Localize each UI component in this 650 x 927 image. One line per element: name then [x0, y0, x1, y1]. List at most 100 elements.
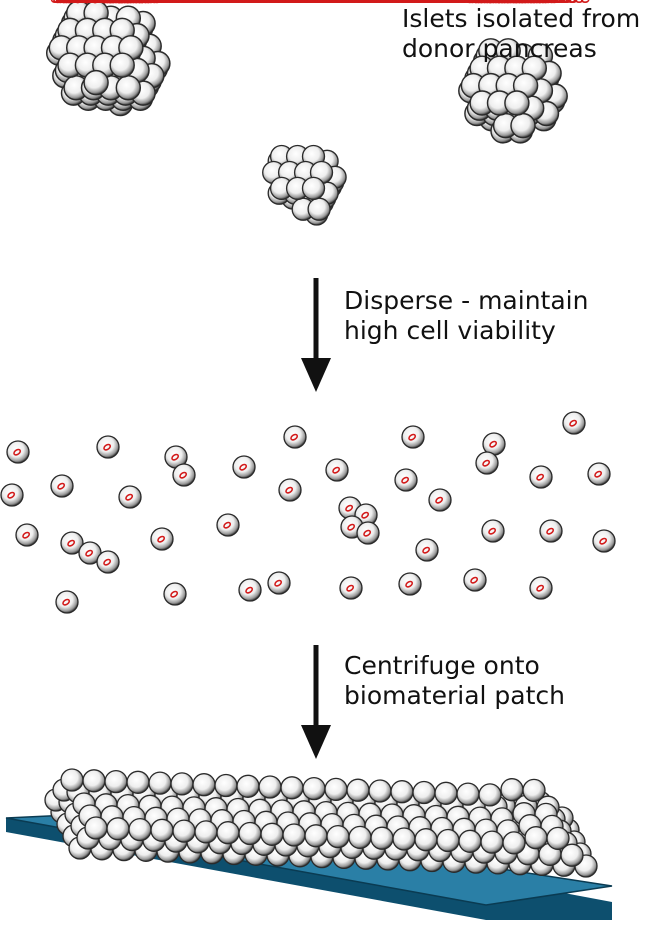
cell-icon: [174, 0, 198, 830]
cell-icon: [276, 0, 300, 835]
cell-icon: [96, 435, 120, 459]
cell-icon: [430, 0, 454, 849]
cell-icon: [452, 0, 476, 850]
cell-icon: [144, 0, 168, 839]
cell-icon: [232, 455, 256, 479]
cell-icon: [546, 0, 570, 851]
islet-cluster-icon: [45, 0, 171, 117]
cell-icon: [415, 538, 439, 562]
cell-icon: [52, 0, 76, 802]
cell-icon: [278, 0, 302, 822]
cell-icon: [320, 0, 344, 837]
cell-icon: [182, 0, 206, 829]
cell-icon: [88, 0, 112, 805]
cell-icon: [258, 0, 282, 799]
cell-icon: [284, 0, 308, 834]
cell-icon: [94, 0, 118, 817]
cell-icon: [82, 0, 106, 793]
cell-icon: [182, 0, 206, 820]
cell-icon: [188, 0, 212, 841]
cell-icon: [286, 0, 310, 821]
cell-icon: [168, 0, 192, 818]
cell-icon: [78, 0, 102, 828]
cell-icon: [104, 0, 128, 794]
cell-icon: [144, 0, 168, 830]
cell-icon: [138, 0, 162, 827]
cell-icon: [66, 0, 90, 804]
cell-icon: [224, 0, 248, 844]
cell-icon: [332, 0, 356, 870]
cell-icon: [118, 485, 142, 509]
cell-icon: [464, 0, 488, 874]
cell-icon: [130, 0, 154, 828]
cell-icon: [400, 0, 424, 850]
cell-icon: [592, 529, 616, 553]
cell-icon: [394, 0, 418, 838]
cell-icon: [428, 488, 452, 512]
step3-label: Centrifuge onto biomaterial patch: [344, 651, 565, 711]
cell-icon: [166, 0, 190, 840]
cell-icon: [94, 0, 118, 826]
cell-icon: [283, 425, 307, 449]
cell-icon: [364, 0, 388, 838]
cell-icon: [122, 0, 146, 830]
cell-icon: [254, 0, 278, 834]
cell-icon: [204, 0, 228, 821]
cell-icon: [132, 0, 156, 815]
cell-icon: [100, 0, 124, 838]
cell-icon: [316, 0, 340, 812]
cell-icon: [356, 0, 380, 848]
step2-label: Disperse - maintain high cell viability: [344, 286, 588, 346]
cell-icon: [110, 0, 134, 806]
cell-icon: [398, 572, 422, 596]
cell-icon: [562, 411, 586, 435]
cell-icon: [436, 0, 460, 861]
step1-line2: donor pancreas: [402, 34, 597, 63]
cell-icon: [376, 0, 400, 871]
cell-icon: [539, 519, 563, 543]
cell-icon: [560, 0, 584, 867]
cell-icon: [256, 0, 280, 821]
cell-icon: [128, 0, 152, 842]
cell-icon: [326, 0, 350, 849]
cell-icon: [176, 0, 200, 808]
cell-icon: [160, 0, 184, 819]
cell-icon: [334, 0, 358, 848]
cell-icon: [138, 0, 162, 818]
cell-icon: [364, 0, 388, 847]
cell-icon: [55, 590, 79, 614]
cell-icon: [430, 0, 454, 841]
cell-icon: [92, 0, 116, 839]
cell-icon: [587, 462, 611, 486]
cell-icon: [158, 0, 182, 841]
cell-icon: [446, 0, 470, 838]
cell-icon: [458, 0, 482, 862]
cell-icon: [84, 0, 108, 840]
cell-icon: [150, 0, 174, 851]
cell-icon: [238, 0, 262, 846]
cell-icon: [232, 0, 256, 834]
cell-icon: [481, 519, 505, 543]
cell-icon: [188, 0, 212, 832]
cell-icon: [292, 0, 316, 833]
cell-icon: [108, 0, 132, 828]
cell-icon: [362, 0, 386, 860]
cell-icon: [154, 0, 178, 807]
cell-icon: [246, 0, 270, 844]
cell-icon: [276, 0, 300, 844]
cell-icon: [392, 0, 416, 851]
cell-icon: [262, 0, 286, 833]
cell-icon: [200, 0, 224, 865]
cell-icon: [348, 0, 372, 850]
step3-line2: biomaterial patch: [344, 681, 565, 710]
cell-icon: [116, 0, 140, 818]
cell-icon: [248, 0, 272, 822]
cell-icon: [342, 0, 366, 846]
cell-icon: [325, 458, 349, 482]
cell-icon: [56, 0, 80, 836]
cell-icon: [164, 0, 188, 853]
cell-icon: [378, 0, 402, 849]
cell-icon: [250, 0, 274, 809]
cell-icon: [210, 0, 234, 833]
